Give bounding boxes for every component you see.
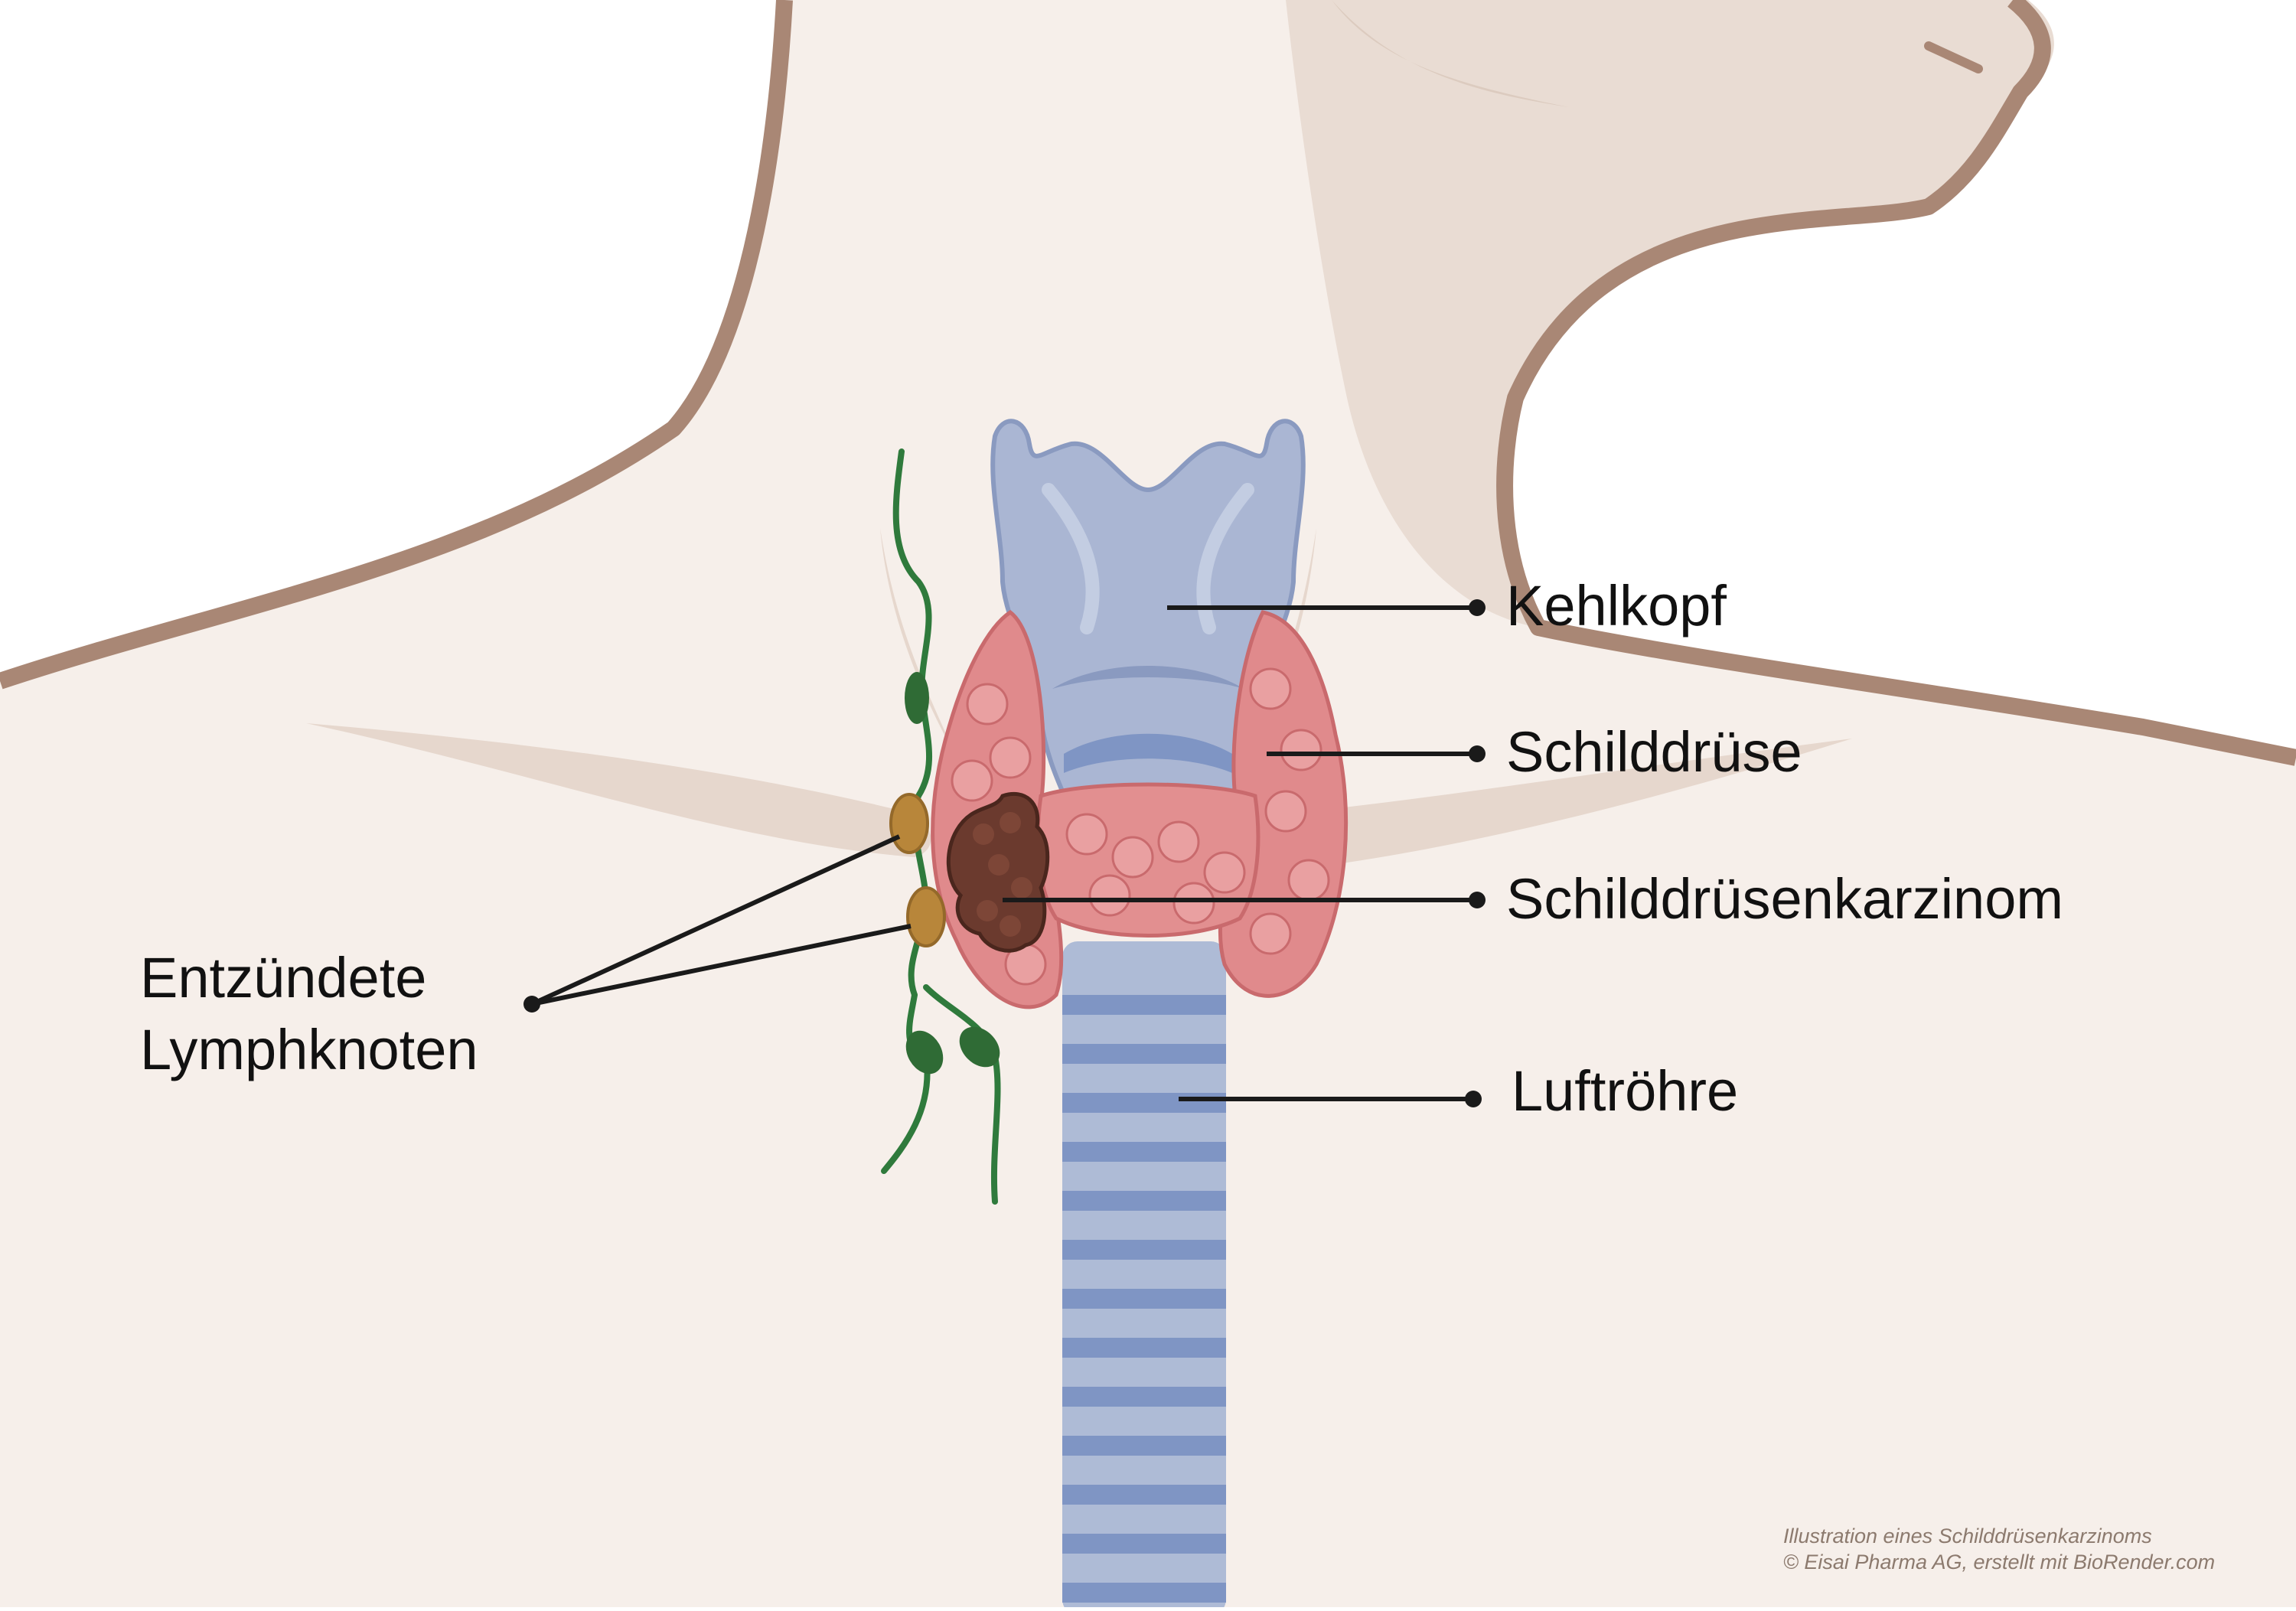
collarbone-right: [1301, 739, 1852, 865]
thyroid-lobule: [951, 759, 993, 802]
carcinoma-bump: [1011, 877, 1032, 898]
body-outline-left: [0, 0, 793, 690]
trachea-ring: [1062, 1044, 1226, 1064]
thyroid-lobule: [1088, 874, 1131, 917]
trachea-ring: [1062, 1534, 1226, 1554]
chin-outline: [1924, 41, 1983, 73]
label-lymph-nodes-line2: Lymphknoten: [140, 1018, 478, 1081]
label-lymph-nodes-line1: Entzündete: [140, 946, 427, 1009]
trachea-ring: [1062, 1142, 1226, 1162]
trachea-ring: [1062, 1485, 1226, 1505]
trachea-rings: [1062, 995, 1226, 1603]
trachea-ring: [1062, 1387, 1226, 1407]
carcinoma-bump: [1000, 812, 1021, 833]
thyroid-lobule: [1065, 813, 1108, 856]
thyroid-lobule: [1287, 859, 1330, 902]
label-thyroid: Schilddrüse: [1506, 720, 1802, 784]
thyroid-lobule: [1264, 790, 1307, 833]
carcinoma-bump: [973, 823, 994, 845]
carcinoma-bump: [977, 900, 998, 921]
thyroid-lobule: [1249, 667, 1292, 710]
trachea-ring: [1062, 1436, 1226, 1456]
label-trachea: Luftröhre: [1512, 1059, 1739, 1123]
thyroid-lobule: [1111, 836, 1154, 879]
carcinoma-bump: [1000, 915, 1021, 937]
trachea: [1062, 941, 1226, 1611]
trachea-ring: [1062, 1191, 1226, 1211]
thyroid-lobule: [966, 683, 1009, 726]
trachea-ring: [1062, 995, 1226, 1015]
carcinoma-texture: [973, 812, 1032, 937]
thyroid-lobule: [1249, 912, 1292, 955]
lymph-nodes-normal: [905, 672, 1000, 1075]
body-outline-right: [1496, 0, 2296, 766]
collarbone-left: [306, 723, 931, 857]
thyroid-lobule: [1280, 729, 1322, 771]
credit-line2: © Eisai Pharma AG, erstellt mit BioRende…: [1783, 1551, 2216, 1573]
leader-dots: [523, 599, 1486, 1107]
trachea-ring: [1062, 1338, 1226, 1358]
trachea-ring: [1062, 1240, 1226, 1260]
trachea-ring: [1062, 1093, 1226, 1113]
thyroid-lobule: [1157, 820, 1200, 863]
larynx: [990, 419, 1306, 852]
trachea-ring: [1062, 1289, 1226, 1309]
credit-line1: Illustration eines Schilddrüsenkarzinoms: [1783, 1525, 2152, 1547]
label-carcinoma: Schilddrüsenkarzinom: [1506, 867, 2064, 931]
thyroid-lobule: [1203, 851, 1246, 894]
thyroid-lobule: [1172, 882, 1215, 925]
label-larynx: Kehlkopf: [1506, 574, 1727, 638]
trachea-ring: [1062, 1583, 1226, 1603]
inflamed-lymph-nodes: [889, 793, 946, 947]
leader-lines: [530, 605, 1477, 1101]
carcinoma-bump: [988, 854, 1009, 876]
neck-shadow: [1286, 0, 2054, 628]
thyroid-lobule: [989, 736, 1032, 779]
